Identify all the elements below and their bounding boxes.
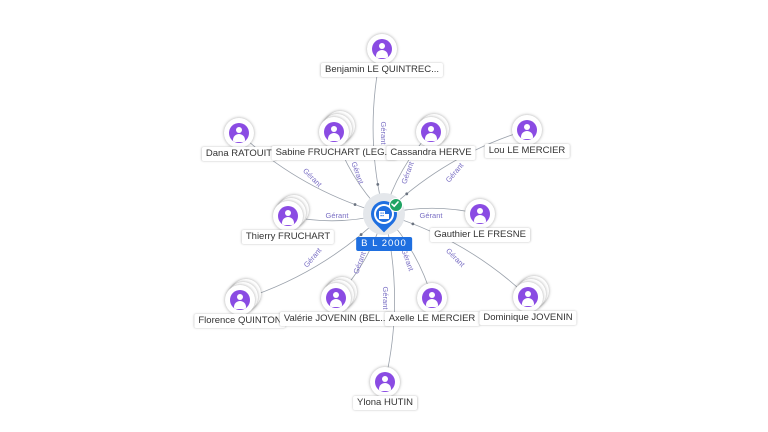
person-name[interactable]: Cassandra HERVE — [386, 146, 476, 160]
edge-label: Gérant — [444, 160, 466, 184]
person-icon[interactable] — [513, 282, 543, 312]
person-icon[interactable] — [319, 117, 349, 147]
person-name[interactable]: Ylona HUTIN — [353, 396, 417, 410]
edge-label: Gérant — [399, 248, 416, 273]
edge-arrow — [353, 203, 357, 206]
person-icon[interactable] — [367, 34, 397, 64]
edge-label: Gérant — [351, 250, 368, 275]
edge-arrow — [405, 192, 409, 196]
person-name[interactable]: Valérie JOVENIN (BEL... — [279, 312, 393, 326]
edge-label: Gérant — [301, 166, 324, 189]
person-name[interactable]: Gauthier LE FRESNE — [430, 228, 530, 242]
check-icon — [389, 198, 403, 212]
edge-label: Gérant — [399, 160, 416, 185]
edge-label: Gérant — [420, 211, 444, 220]
person-icon[interactable] — [273, 201, 303, 231]
person-name[interactable]: Sabine FRUCHART (LEG... — [271, 146, 397, 160]
person-name[interactable]: Benjamin LE QUINTREC... — [320, 63, 444, 77]
person-icon[interactable] — [512, 115, 542, 145]
edge-label: Gérant — [381, 287, 390, 311]
person-name[interactable]: Florence QUINTON — [194, 314, 286, 328]
person-name[interactable]: Thierry FRUCHART — [241, 230, 335, 244]
building-icon — [379, 211, 389, 219]
edge-label: Gérant — [379, 122, 388, 146]
person-icon[interactable] — [465, 199, 495, 229]
edge-arrow — [411, 222, 415, 226]
person-icon[interactable] — [370, 367, 400, 397]
edge-label: Gérant — [444, 246, 467, 269]
edge-label: Gérant — [302, 245, 324, 269]
person-name[interactable]: Dana RATOUIT — [201, 147, 277, 161]
person-icon[interactable] — [225, 285, 255, 315]
edge-arrow — [359, 233, 363, 236]
person-name[interactable]: Lou LE MERCIER — [484, 144, 570, 158]
person-icon[interactable] — [416, 117, 446, 147]
edge-label: Gérant — [326, 211, 350, 220]
person-name[interactable]: Axelle LE MERCIER — [384, 312, 480, 326]
company-label[interactable]: B L 2000 — [356, 237, 412, 251]
edge-arrow — [376, 182, 380, 186]
person-name[interactable]: Dominique JOVENIN — [479, 311, 577, 325]
person-icon[interactable] — [321, 283, 351, 313]
edge-label: Gérant — [349, 161, 366, 186]
person-icon[interactable] — [417, 283, 447, 313]
person-icon[interactable] — [224, 118, 254, 148]
